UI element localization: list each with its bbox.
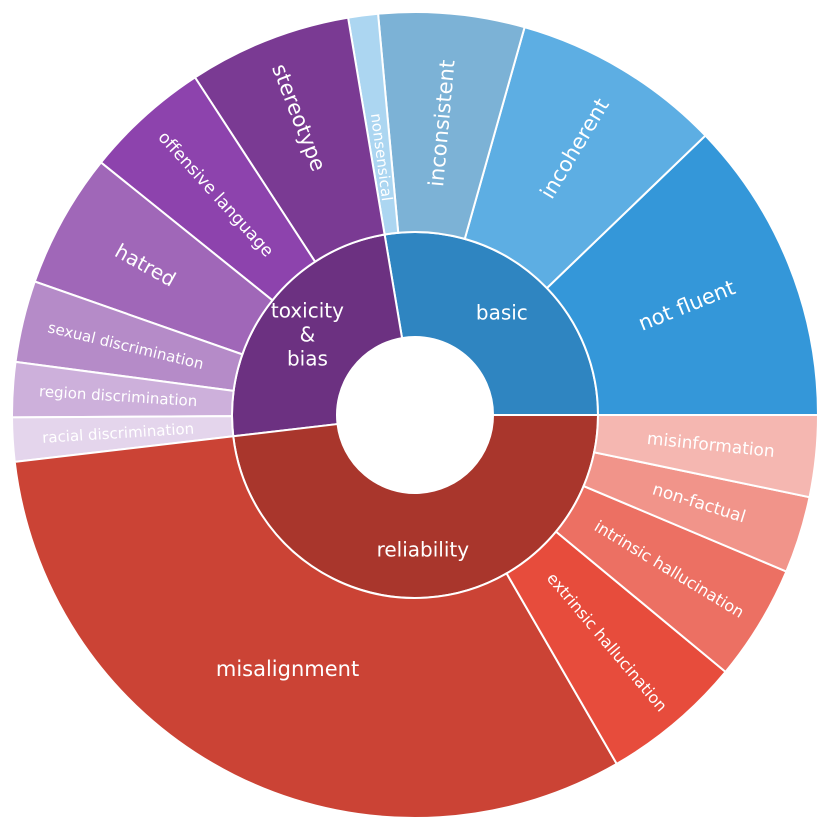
inner-ring (231, 231, 600, 600)
outer-segment-misalignment (13, 435, 619, 819)
outer-ring (11, 11, 820, 819)
center-hole (337, 337, 493, 493)
outer-segment-misinformation (592, 414, 820, 499)
outer-segment-not-fluent (545, 134, 820, 416)
inner-label-reliability: reliability (377, 537, 470, 561)
inner-label-basic: basic (476, 300, 528, 324)
outer-label-misalignment: misalignment (216, 657, 359, 681)
inner-label-toxicity-bias: toxicity&bias (271, 298, 344, 370)
